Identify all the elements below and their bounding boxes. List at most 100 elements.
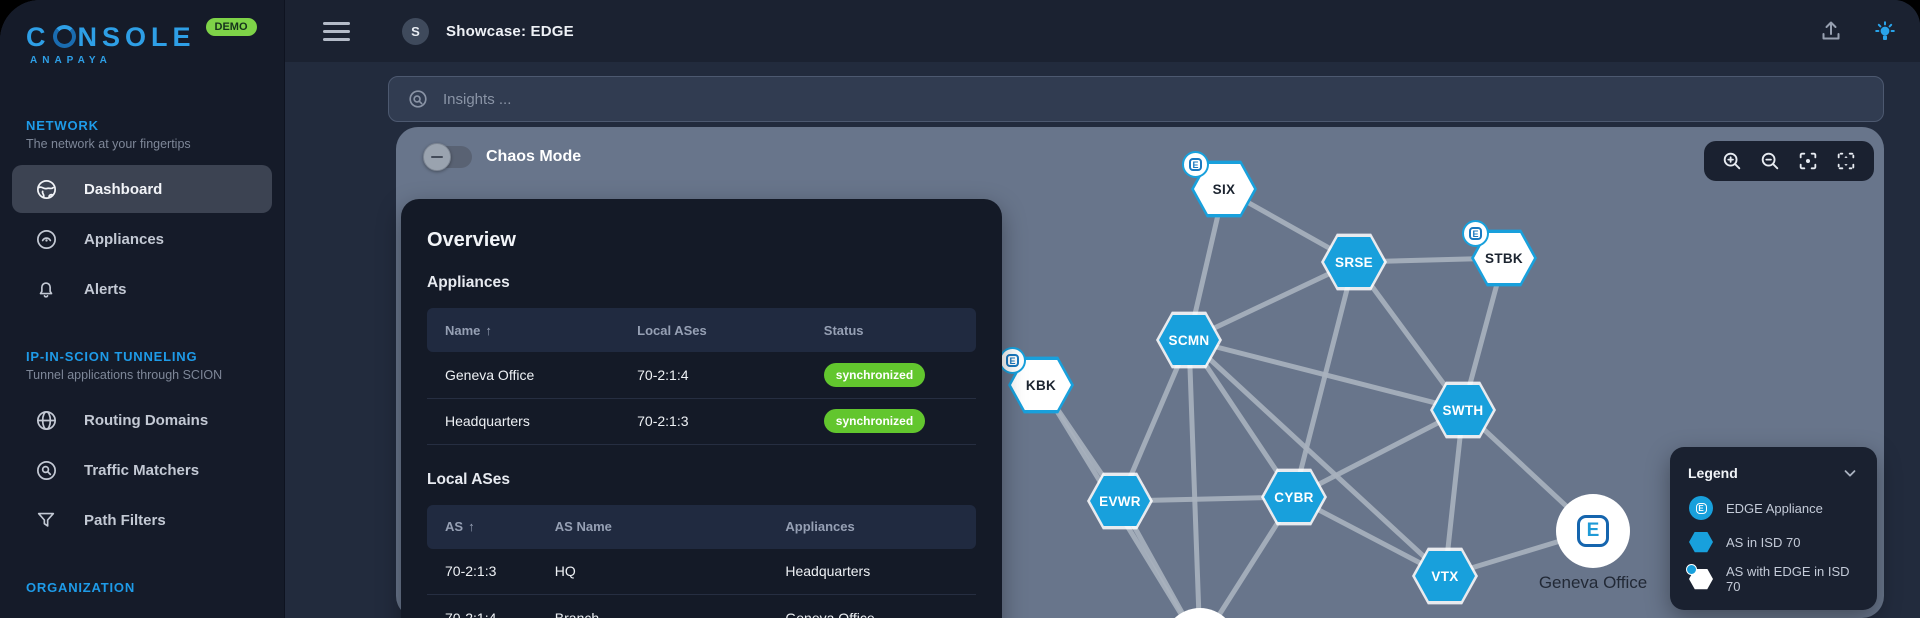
map-zoom-controls: [1704, 141, 1874, 181]
node-evwr[interactable]: EVWR: [1087, 472, 1153, 530]
funnel-icon: [34, 508, 58, 532]
sidebar-item-label: Path Filters: [84, 511, 166, 529]
globe-grid-icon: [34, 408, 58, 432]
insights-search: [388, 76, 1884, 122]
column-header-as[interactable]: AS↑: [445, 519, 475, 534]
node-scmn[interactable]: SCMN: [1156, 311, 1222, 369]
section-subtitle-tunneling: Tunnel applications through SCION: [26, 368, 223, 382]
blue-hexagon-icon: [1688, 530, 1714, 554]
cell-appliances: Headquarters: [767, 548, 976, 595]
showcase-avatar[interactable]: S: [402, 17, 429, 45]
legend-item-edge-appliance: E EDGE Appliance: [1688, 496, 1859, 520]
node-srse[interactable]: SRSE: [1321, 233, 1387, 291]
page-title: Showcase: EDGE: [446, 22, 574, 40]
bell-icon: [34, 277, 58, 301]
logo-o-ring: [52, 25, 76, 48]
sidebar-item-routing-domains[interactable]: Routing Domains: [12, 396, 272, 444]
table-header-row: Name↑ Local ASes Status: [427, 308, 976, 352]
table-row[interactable]: 70-2:1:4 Branch Geneva Office: [427, 594, 976, 618]
chaos-mode-toggle[interactable]: [423, 143, 472, 171]
center-focus-icon[interactable]: [1794, 147, 1822, 175]
cell-local-ases: 70-2:1:4: [619, 352, 806, 399]
legend-item-label: AS with EDGE in ISD 70: [1726, 564, 1850, 594]
cell-as-name: Branch: [536, 594, 768, 618]
sidebar-item-label: Dashboard: [84, 180, 163, 198]
edge-appliance-badge-icon: E: [1182, 151, 1209, 178]
sidebar-item-path-filters[interactable]: Path Filters: [12, 496, 272, 544]
lightbulb-icon[interactable]: [1872, 18, 1898, 44]
column-header-local-ases[interactable]: Local ASes: [637, 322, 707, 338]
overview-title: Overview: [427, 229, 516, 251]
column-header-as-name[interactable]: AS Name: [554, 519, 612, 534]
node-label: SIX: [1212, 181, 1236, 197]
node-label-geneva: Geneva Office: [1538, 573, 1648, 592]
cell-name: Headquarters: [427, 398, 620, 445]
zoom-in-icon[interactable]: [1718, 147, 1746, 175]
sidebar-item-traffic-matchers[interactable]: Traffic Matchers: [12, 446, 272, 494]
node-label: SRSE: [1335, 254, 1373, 270]
section-title-tunneling: IP-IN-SCION TUNNELING: [26, 349, 198, 364]
chaos-mode-label: Chaos Mode: [486, 148, 582, 165]
chaos-mode-control: Chaos Mode: [423, 143, 582, 171]
fit-view-icon[interactable]: [1832, 147, 1860, 175]
table-row[interactable]: 70-2:1:3 HQ Headquarters: [427, 548, 976, 595]
legend-item-label: EDGE Appliance: [1726, 500, 1823, 516]
edge-appliance-badge-icon: E: [999, 347, 1026, 374]
column-header-appliances[interactable]: Appliances: [785, 519, 855, 534]
zoom-out-icon[interactable]: [1756, 147, 1784, 175]
table-header-row: AS↑ AS Name Appliances: [427, 504, 976, 549]
edge-appliance-icon: E: [1688, 496, 1714, 520]
anapaya-edge-icon: E: [1577, 515, 1609, 547]
appliance-icon: [34, 227, 58, 251]
sidebar-item-label: Traffic Matchers: [84, 461, 200, 479]
insights-search-icon: [407, 88, 429, 110]
table-row[interactable]: Geneva Office 70-2:1:4 synchronized: [427, 352, 976, 399]
node-hq[interactable]: E: [1163, 608, 1237, 618]
appliances-heading: Appliances: [427, 274, 510, 291]
column-header-name[interactable]: Name↑: [445, 322, 492, 338]
node-vtx[interactable]: VTX: [1412, 547, 1478, 605]
edge-appliance-badge-icon: E: [1462, 220, 1489, 247]
node-label: KBK: [1025, 377, 1057, 393]
cell-appliances: Geneva Office: [767, 594, 976, 618]
sidebar-item-label: Appliances: [84, 230, 165, 248]
legend-title: Legend: [1688, 465, 1738, 481]
section-title-network: NETWORK: [26, 118, 99, 133]
sort-asc-icon: ↑: [485, 322, 492, 338]
column-header-status[interactable]: Status: [823, 322, 864, 338]
node-label: EVWR: [1099, 493, 1141, 509]
sidebar-item-alerts[interactable]: Alerts: [12, 265, 272, 313]
legend-panel: Legend E EDGE Appliance AS in ISD 70 AS …: [1670, 447, 1877, 610]
globe-icon: [34, 177, 58, 201]
node-kbk[interactable]: KBK E: [999, 347, 1074, 414]
section-subtitle-network: The network at your fingertips: [26, 137, 191, 151]
status-badge: synchronized: [823, 362, 926, 387]
node-label: SCMN: [1168, 332, 1210, 348]
node-swth[interactable]: SWTH: [1430, 381, 1496, 439]
sidebar-item-label: Alerts: [84, 280, 127, 298]
node-geneva[interactable]: E: [1556, 494, 1630, 568]
sidebar-item-appliances[interactable]: Appliances: [12, 215, 272, 263]
chevron-down-icon[interactable]: [1841, 464, 1859, 482]
search-input[interactable]: [443, 90, 1883, 108]
legend-item-as-isd70: AS in ISD 70: [1688, 530, 1859, 554]
local-ases-heading: Local ASes: [427, 470, 510, 488]
cell-local-ases: 70-2:1:3: [619, 398, 806, 445]
status-badge: synchronized: [823, 409, 926, 433]
cell-as: 70-2:1:4: [427, 594, 537, 618]
node-cybr[interactable]: CYBR: [1261, 468, 1327, 526]
menu-icon[interactable]: [323, 21, 350, 41]
node-label: VTX: [1431, 568, 1459, 584]
sidebar-item-dashboard[interactable]: Dashboard: [12, 165, 272, 213]
overview-panel: Overview Appliances Name↑ Local ASes Sta…: [401, 199, 1002, 618]
upload-icon[interactable]: [1818, 18, 1844, 44]
demo-badge: DEMO: [205, 18, 257, 36]
table-row[interactable]: Headquarters 70-2:1:3 synchronized: [427, 398, 976, 445]
sidebar-nav: NETWORK The network at your fingertips D…: [0, 118, 284, 599]
